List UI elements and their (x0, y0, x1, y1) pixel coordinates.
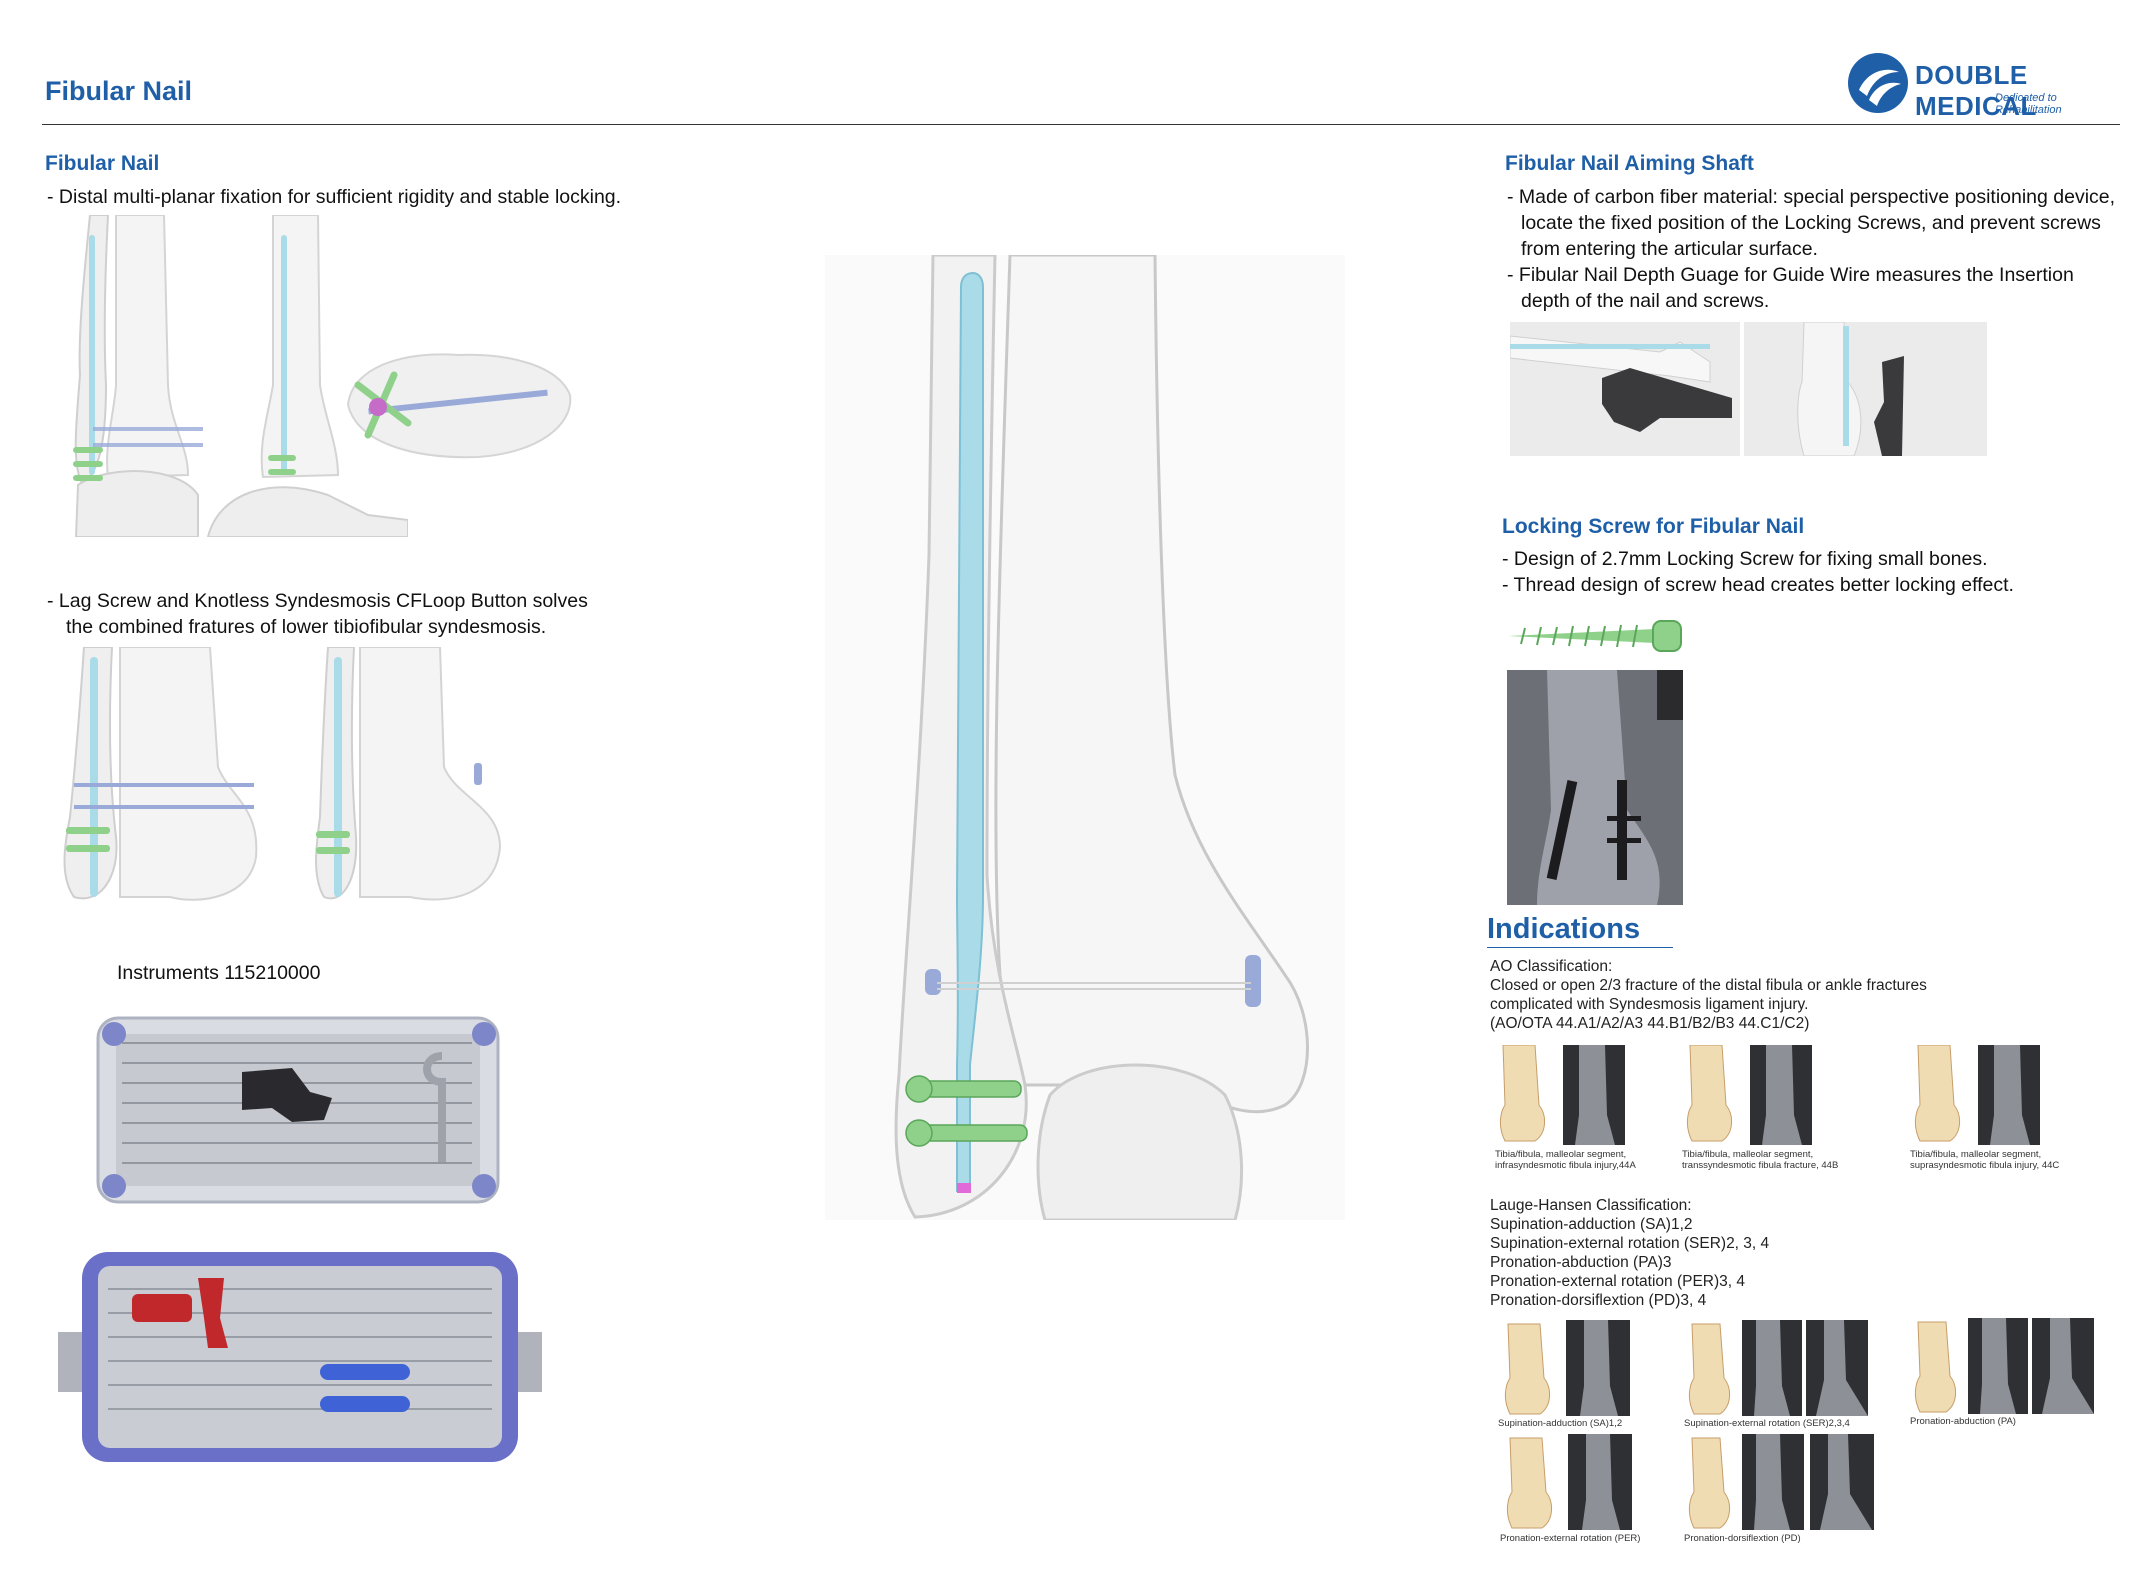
indications-title: Indications (1487, 913, 1641, 945)
aiming-shaft-bullet-2: - Fibular Nail Depth Guage for Guide Wir… (1507, 264, 2074, 312)
ao-line-3: complicated with Syndesmosis ligament in… (1490, 996, 1809, 1013)
aiming-shaft-image-2 (1744, 322, 1987, 456)
lh-line-6: Pronation-dorsiflextion (PD)3, 4 (1490, 1292, 1707, 1309)
locking-screw-bullet-1: - Design of 2.7mm Locking Screw for fixi… (1502, 548, 1988, 570)
instruments-label: Instruments 115210000 (117, 962, 321, 984)
lh-line-3: Supination-external rotation (SER)2, 3, … (1490, 1235, 1770, 1252)
lh-per-caption: Pronation-external rotation (PER) (1500, 1533, 1641, 1544)
lh-sa-caption: Supination-adduction (SA)1,2 (1498, 1418, 1623, 1429)
ao-line-1: AO Classification: (1490, 958, 1613, 975)
lh-ser-caption: Supination-external rotation (SER)2,3,4 (1684, 1418, 1850, 1429)
ankle-nail-front-image (68, 215, 408, 537)
instrument-tray-bottom-image (58, 1248, 542, 1466)
lh-pa-image (1910, 1318, 2094, 1414)
page-title: Fibular Nail (45, 76, 193, 106)
left-bullet-1: - Distal multi-planar fixation for suffi… (47, 186, 622, 208)
lh-pa-caption: Pronation-abduction (PA) (1910, 1416, 2016, 1427)
lh-line-4: Pronation-abduction (PA)3 (1490, 1254, 1672, 1271)
lh-pd-caption: Pronation-dorsiflextion (PD) (1684, 1533, 1801, 1544)
indications-underline (1487, 947, 1673, 948)
lh-per-image (1502, 1434, 1632, 1530)
ao-44b-caption: Tibia/fibula, malleolar segment, transsy… (1682, 1149, 1839, 1171)
left-section-title: Fibular Nail (45, 152, 160, 175)
double-medical-logo-icon (1848, 53, 1908, 113)
ao-line-4: (AO/OTA 44.A1/A2/A3 44.B1/B2/B3 44.C1/C2… (1490, 1015, 1810, 1032)
company-logo: DOUBLE MEDICAL Dedicated to Rehabilitati… (1845, 50, 2115, 121)
ao-line-2: Closed or open 2/3 fracture of the dista… (1490, 977, 1927, 994)
xray-fluoroscopy-image (1507, 670, 1683, 905)
talus-screw-image (338, 345, 578, 465)
locking-screw-bullet-2: - Thread design of screw head creates be… (1502, 574, 2014, 596)
lh-line-1: Lauge-Hansen Classification: (1490, 1197, 1692, 1214)
aiming-shaft-image-1 (1510, 322, 1740, 456)
ao-44a-image (1495, 1045, 1625, 1145)
lh-line-2: Supination-adduction (SA)1,2 (1490, 1216, 1693, 1233)
locking-screw-title: Locking Screw for Fibular Nail (1502, 515, 1805, 538)
header-divider (42, 124, 2120, 125)
left-bullet-2-line-1: - Lag Screw and Knotless Syndesmosis CFL… (47, 590, 588, 612)
aiming-shaft-title: Fibular Nail Aiming Shaft (1505, 152, 1754, 175)
logo-tagline: Dedicated to Rehabilitation (1995, 92, 2062, 116)
ao-44c-image (1910, 1045, 2040, 1145)
locking-screw-bullets: - Design of 2.7mm Locking Screw for fixi… (1502, 546, 2122, 598)
ao-classification-text: AO Classification: Closed or open 2/3 fr… (1490, 957, 2110, 1033)
locking-screw-image (1505, 617, 1685, 655)
lauge-hansen-text: Lauge-Hansen Classification: Supination-… (1490, 1196, 2110, 1310)
lh-pd-image (1684, 1434, 1874, 1530)
logo-name: DOUBLE MEDICAL (1915, 60, 2037, 121)
ao-44c-caption: Tibia/fibula, malleolar segment, suprasy… (1910, 1149, 2060, 1171)
fibular-nail-main-image (825, 255, 1345, 1220)
instrument-tray-top-image (92, 1012, 504, 1208)
syndesmosis-fixation-image (60, 647, 520, 907)
lh-line-5: Pronation-external rotation (PER)3, 4 (1490, 1273, 1746, 1290)
lh-sa-image (1500, 1320, 1630, 1416)
left-bullet-2-line-2: the combined fratures of lower tibiofibu… (66, 616, 547, 638)
ao-44a-caption: Tibia/fibula, malleolar segment, infrasy… (1495, 1149, 1636, 1171)
aiming-shaft-bullets: - Made of carbon fiber material: special… (1507, 184, 2127, 314)
lh-ser-image (1684, 1320, 1868, 1416)
ao-44b-image (1682, 1045, 1812, 1145)
aiming-shaft-bullet-1: - Made of carbon fiber material: special… (1507, 186, 2116, 260)
